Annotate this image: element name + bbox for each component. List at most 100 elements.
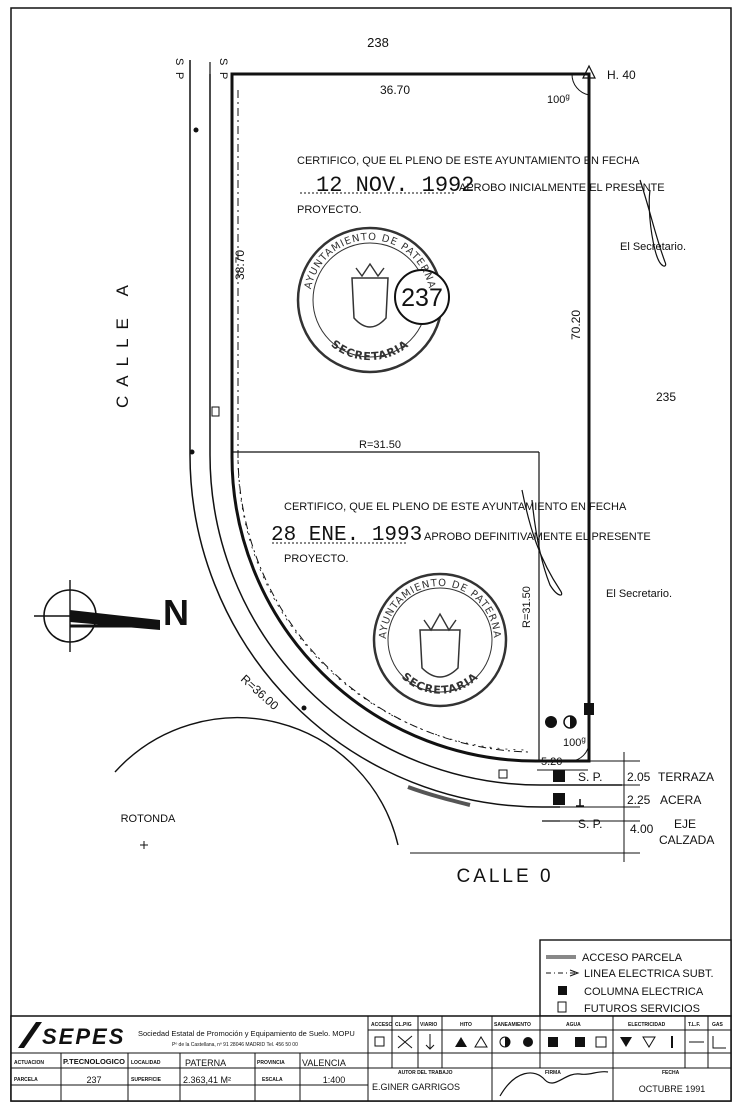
sp-top-right-s: S xyxy=(217,58,229,65)
sepes-logo-text: SEPES xyxy=(42,1024,125,1049)
stamp-secretaria-2 xyxy=(372,572,508,708)
label-actuacion: ACTUACION xyxy=(14,1060,44,1066)
company-name: Sociedad Estatal de Promoción y Equipami… xyxy=(138,1029,355,1038)
angle-bottom: 100g xyxy=(563,735,586,749)
sp-top-left-p: P xyxy=(173,72,185,79)
dim-top-frontage: 36.70 xyxy=(380,83,410,97)
value-parcela: 237 xyxy=(86,1075,101,1085)
roundabout-edge xyxy=(114,716,399,846)
cert1-line2: APROBO INICIALMENTE EL PRESENTE xyxy=(459,182,665,194)
radius-horizontal: R=31.50 xyxy=(359,439,401,451)
cert1-line3: PROYECTO. xyxy=(297,204,362,216)
dim-top-238: 238 xyxy=(367,35,389,50)
dim-bottom-small: 5.20 xyxy=(541,756,562,768)
eje-label: EJE xyxy=(674,817,696,831)
sp-label-1: S. P. xyxy=(578,770,602,784)
calzada-width: 4.00 xyxy=(630,822,654,836)
stamp2-bottom-text: SECRETARIA xyxy=(399,670,481,697)
sanitation-icon xyxy=(545,716,557,728)
signature-2 xyxy=(521,489,563,596)
value-escala: 1:400 xyxy=(323,1075,346,1085)
header-electricidad: ELECTRICIDAD xyxy=(628,1022,666,1028)
cert1-date: 12 NOV. 1992 xyxy=(316,173,474,198)
angle-top: 100g xyxy=(547,92,570,106)
parcel-boundary xyxy=(230,72,591,763)
value-autor: E.GINER GARRIGOS xyxy=(372,1082,460,1092)
header-tlf: T.L.F. xyxy=(688,1022,701,1028)
cert2-signer: El Secretario. xyxy=(606,588,672,600)
futuros-servicios-icon xyxy=(498,769,508,779)
header-gas: GAS xyxy=(712,1022,724,1028)
sidewalk-inner-edge xyxy=(209,74,622,786)
radius-outer: R=36.00 xyxy=(238,672,282,713)
drawing-frame xyxy=(10,7,732,1102)
value-actuacion: P.TECNOLOGICO xyxy=(63,1057,125,1066)
h-label: H. 40 xyxy=(607,68,636,82)
cert2-date: 28 ENE. 1993 xyxy=(271,524,422,547)
sp-top-left-s: S xyxy=(173,58,185,65)
legend xyxy=(539,939,732,1017)
terraza-label: TERRAZA xyxy=(658,770,714,784)
dim-left-depth: 38.70 xyxy=(233,250,247,280)
sidewalk-outer-edge xyxy=(189,60,560,808)
label-autor: AUTOR DEL TRABAJO xyxy=(398,1070,453,1076)
street-light-dot xyxy=(193,127,199,133)
value-provincia: VALENCIA xyxy=(302,1058,346,1068)
futuros-servicios-icon xyxy=(211,406,220,417)
street-light-dot xyxy=(301,705,307,711)
label-parcela: PARCELA xyxy=(14,1077,38,1083)
company-address: Pº de la Castellana, nº 91 28046 MADRID … xyxy=(172,1042,298,1048)
legend-acceso: ACCESO PARCELA xyxy=(582,952,683,964)
sp-top-right-p: P xyxy=(217,72,229,79)
street-calle-a: CALLE A xyxy=(113,276,132,408)
acera-label: ACERA xyxy=(660,793,701,807)
label-escala: ESCALA xyxy=(262,1077,283,1083)
radius-vertical: R=31.50 xyxy=(521,586,533,628)
label-firma: FIRMA xyxy=(545,1070,561,1076)
stamp1-bottom-text: SECRETARIA xyxy=(329,337,412,363)
column-electric-icon xyxy=(553,793,565,805)
header-acceso: ACCESO xyxy=(371,1022,393,1028)
label-superficie: SUPERFICIE xyxy=(131,1077,162,1083)
legend-columna: COLUMNA ELECTRICA xyxy=(584,986,704,998)
value-localidad: PATERNA xyxy=(185,1058,226,1068)
sp-label-2: S. P. xyxy=(578,817,602,831)
parcel-number-circle xyxy=(394,269,450,325)
value-superficie: 2.363,41 M² xyxy=(183,1075,231,1085)
cert1-line1: CERTIFICO, QUE EL PLENO DE ESTE AYUNTAMI… xyxy=(297,155,640,167)
hydrant-icon xyxy=(576,799,584,807)
value-fecha: OCTUBRE 1991 xyxy=(639,1084,706,1094)
north-arrow xyxy=(34,580,160,652)
street-light-dot xyxy=(189,449,195,455)
street-calle-0: CALLE 0 xyxy=(456,866,553,887)
terraza-width: 2.05 xyxy=(627,770,651,784)
electric-line-subt xyxy=(237,90,531,753)
water-icon-half xyxy=(570,716,576,728)
label-provincia: PROVINCIA xyxy=(257,1060,285,1066)
legend-futuros: FUTUROS SERVICIOS xyxy=(584,1003,700,1015)
parcel-number: 237 xyxy=(401,284,443,312)
cert2-line1: CERTIFICO, QUE EL PLENO DE ESTE AYUNTAMI… xyxy=(284,501,627,513)
label-fecha: FECHA xyxy=(662,1070,680,1076)
column-electric-icon xyxy=(553,770,565,782)
survey-triangle-icon xyxy=(582,64,596,79)
column-electric-icon xyxy=(584,703,594,715)
header-cl-pig: CL.PIG xyxy=(395,1022,412,1028)
north-letter: N xyxy=(163,592,189,633)
header-hito: HITO xyxy=(460,1022,472,1028)
cert2-line3: PROYECTO. xyxy=(284,553,349,565)
cert1-signer: El Secretario. xyxy=(620,241,686,253)
acera-width: 2.25 xyxy=(627,793,651,807)
legend-linea: LINEA ELECTRICA SUBT. xyxy=(584,968,714,980)
cert2-line2: APROBO DEFINITIVAMENTE EL PRESENTE xyxy=(424,531,651,543)
title-block xyxy=(10,1015,732,1102)
header-saneamiento: SANEAMIENTO xyxy=(494,1022,531,1028)
angle-arc xyxy=(569,741,590,762)
access-mark xyxy=(407,785,471,807)
label-localidad: LOCALIDAD xyxy=(131,1060,161,1066)
rotonda-label: ROTONDA xyxy=(121,813,176,825)
calzada-label: CALZADA xyxy=(659,833,714,847)
header-agua: AGUA xyxy=(566,1022,581,1028)
dim-right-depth: 70.20 xyxy=(569,310,583,340)
